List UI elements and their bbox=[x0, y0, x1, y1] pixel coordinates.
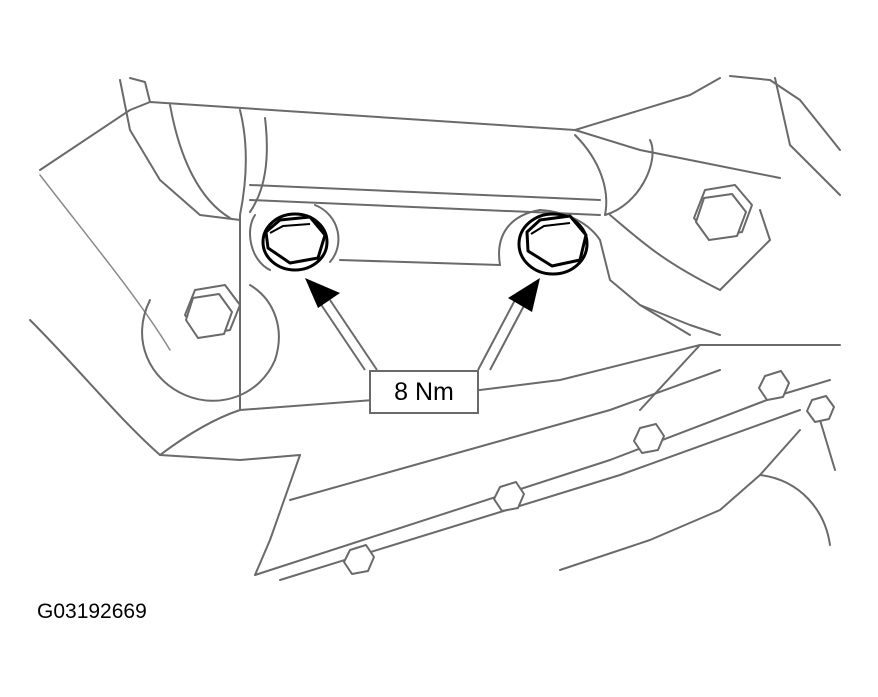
bolt-icon bbox=[493, 481, 525, 512]
figure-id-label: G03192669 bbox=[37, 600, 147, 623]
left-mount-boss bbox=[29, 284, 301, 461]
arrow-icon bbox=[305, 278, 378, 371]
bolt-icon bbox=[758, 370, 790, 401]
bolt-icon bbox=[806, 395, 835, 423]
lower-rail bbox=[254, 344, 841, 581]
mounting-plate bbox=[239, 184, 771, 411]
bolt-icon bbox=[343, 544, 375, 575]
housing-outline bbox=[39, 75, 841, 351]
bolt-icon bbox=[517, 212, 589, 276]
bolt-icon bbox=[261, 212, 329, 272]
arrow-icon bbox=[477, 278, 540, 371]
bolt-icon bbox=[633, 423, 665, 454]
bolt-icon bbox=[184, 284, 241, 339]
torque-callout-label: 8 Nm bbox=[369, 370, 479, 414]
bolt-icon bbox=[693, 184, 753, 241]
